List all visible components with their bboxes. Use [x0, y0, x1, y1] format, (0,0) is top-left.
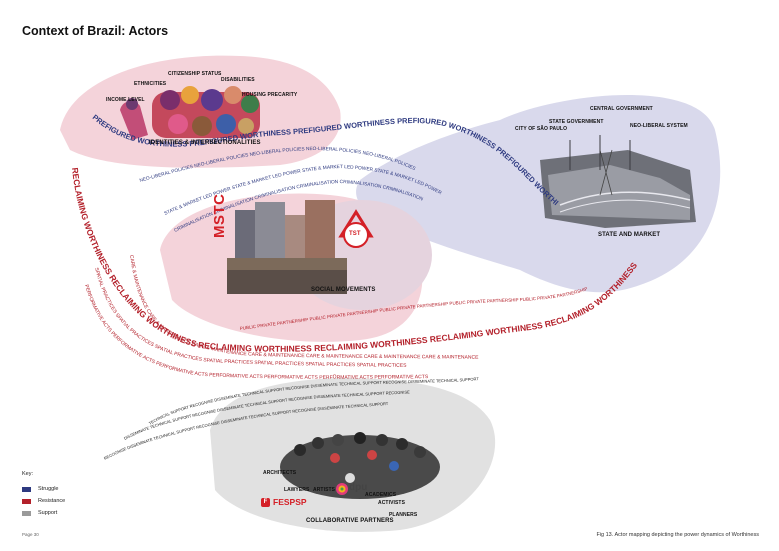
label-state-government: STATE GOVERNMENT	[549, 119, 604, 125]
dpu-icon	[336, 483, 348, 495]
legend-item-struggle: Struggle	[22, 483, 65, 495]
label-housing-precarity: HOUSING PRECARITY	[242, 92, 298, 98]
label-lawyers: LAWYERS	[284, 487, 310, 493]
fespsp-text: FESPSP	[273, 497, 307, 507]
legend-item-resistance: Resistance	[22, 495, 65, 507]
legend-swatch-resistance	[22, 498, 31, 504]
legend-item-support: Support	[22, 507, 65, 519]
dpu-text: dpu	[349, 482, 368, 493]
dpu-logo: dpu	[335, 482, 367, 501]
legend-swatch-support	[22, 510, 31, 516]
partners-crowd	[280, 432, 440, 499]
fespsp-icon: F	[261, 497, 270, 507]
label-sao-paulo: CITY OF SÃO PAULO	[515, 126, 568, 132]
tst-logo	[338, 209, 374, 248]
label-architects: ARCHITECTS	[263, 470, 297, 476]
legend-title: Key:	[22, 471, 34, 477]
identities-title: IDENTITIES & INTERSECTIONALITIES	[149, 140, 261, 146]
state-market-photo	[540, 135, 696, 228]
label-planners: PLANNERS	[389, 512, 418, 518]
label-disabilities: DISABILITIES	[221, 77, 255, 83]
label-artists: ARTISTS	[313, 487, 336, 493]
label-neo-liberal-system: NEO-LIBERAL SYSTEM	[630, 123, 688, 129]
label-ethnicities: ETHNICITIES	[134, 81, 167, 87]
label-central-government: CENTRAL GOVERNMENT	[590, 106, 653, 112]
label-academics: ACADEMICS	[365, 492, 397, 498]
label-income-level: INCOME LEVEL	[106, 97, 145, 103]
fespsp-logo: F FESPSP	[261, 497, 307, 507]
legend-label: Struggle	[38, 486, 59, 492]
page-title: Context of Brazil: Actors	[22, 24, 169, 38]
lavender-blob	[356, 94, 721, 293]
state-title: STATE AND MARKET	[598, 232, 661, 238]
label-citizenship: CITIZENSHIP STATUS	[168, 71, 222, 77]
identities-collage	[120, 86, 260, 140]
legend: Key: Struggle Resistance Support	[22, 471, 65, 519]
label-activists: ACTIVISTS	[378, 500, 406, 506]
movements-title: SOCIAL MOVEMENTS	[311, 287, 376, 293]
legend-swatch-struggle	[22, 486, 31, 492]
page-number: Page 30	[22, 532, 39, 537]
tst-label: TST	[349, 231, 361, 237]
social-movements-photo	[227, 200, 347, 294]
figure-caption: Fig 13. Actor mapping depicting the powe…	[596, 532, 759, 538]
partners-title: COLLABORATIVE PARTNERS	[306, 518, 394, 524]
legend-label: Resistance	[38, 498, 66, 504]
mstc-logo: MSTC	[211, 193, 228, 239]
legend-label: Support	[38, 510, 58, 516]
